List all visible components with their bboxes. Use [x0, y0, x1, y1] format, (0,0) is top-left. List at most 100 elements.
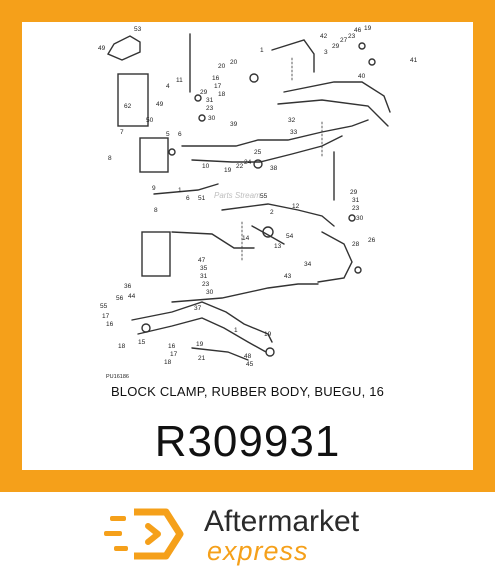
callout: 41	[410, 57, 418, 64]
callout: 19	[264, 331, 272, 338]
pipe-bottom-3	[191, 347, 249, 361]
figure-code: PU16186	[106, 374, 129, 380]
callout: 27	[340, 37, 348, 44]
callout: 53	[134, 26, 142, 33]
callout: 31	[352, 197, 360, 204]
callout: 38	[270, 165, 278, 172]
callout: 1	[260, 47, 264, 54]
callout: 42	[320, 33, 328, 40]
part-description: BLOCK CLAMP, RUBBER BODY, BUEGU, 16	[110, 384, 385, 399]
callout: 43	[284, 273, 292, 280]
mounting-bracket	[106, 35, 141, 61]
callout: 23	[348, 33, 356, 40]
callout: 48	[244, 353, 252, 360]
clamp	[265, 347, 275, 357]
callout: 56	[116, 295, 124, 302]
callout: 18	[118, 343, 126, 350]
fitting	[168, 148, 176, 156]
callout: 30	[208, 115, 216, 122]
callout: 23	[202, 281, 210, 288]
parts-diagram-svg: 53 49 42 46 19 27 23 29 3 1 40 41 4 20 1…	[98, 25, 418, 380]
callout: 39	[230, 121, 238, 128]
callout: 9	[152, 185, 156, 192]
hose-right-mid	[277, 99, 389, 127]
callout: 20	[230, 59, 238, 66]
callout: 16	[106, 321, 114, 328]
valve-block-upper	[139, 137, 169, 173]
callout: 17	[170, 351, 178, 358]
callout: 29	[332, 43, 340, 50]
callout: 22	[236, 163, 244, 170]
clamp	[262, 226, 274, 238]
callout: 7	[120, 129, 124, 136]
aftermarket-logo-icon	[104, 508, 184, 560]
clamp	[141, 323, 151, 333]
callout: 25	[254, 149, 262, 156]
fitting	[358, 42, 366, 50]
callout: 29	[350, 189, 358, 196]
callout: 8	[108, 155, 112, 162]
callout: 16	[168, 343, 176, 350]
callout: 5	[166, 131, 170, 138]
clamp-assembly	[251, 225, 285, 245]
callout: 54	[286, 233, 294, 240]
callout: 19	[196, 341, 204, 348]
callout: 20	[218, 63, 226, 70]
callout: 31	[200, 273, 208, 280]
callout: 13	[274, 243, 282, 250]
callout: 49	[156, 101, 164, 108]
pipe-main-39	[181, 119, 369, 147]
callout: 29	[200, 89, 208, 96]
clamp	[249, 73, 259, 83]
fitting	[348, 214, 356, 222]
fitting	[198, 114, 206, 122]
bracket-plate	[117, 73, 149, 127]
watermark: Parts Stream	[214, 191, 261, 200]
callout: 32	[288, 117, 296, 124]
pipe-bottom-2	[137, 317, 267, 353]
callout: 45	[246, 361, 254, 368]
callout: 31	[206, 97, 214, 104]
callout: 12	[292, 203, 300, 210]
fitting	[354, 266, 362, 274]
callout: 10	[202, 163, 210, 170]
callout: 26	[368, 237, 376, 244]
callout: 3	[324, 49, 328, 56]
callout: 35	[200, 265, 208, 272]
pipe-12	[221, 203, 335, 227]
callout: 16	[212, 75, 220, 82]
callout: 51	[198, 195, 206, 202]
callout: 24	[244, 159, 252, 166]
callout: 28	[352, 241, 360, 248]
callout: 34	[304, 261, 312, 268]
callout: 55	[260, 193, 268, 200]
callout: 46	[354, 27, 362, 34]
clamp	[253, 159, 263, 169]
callout: 17	[102, 313, 110, 320]
callout: 50	[146, 117, 154, 124]
brand-name: Aftermarket	[204, 505, 360, 538]
callout: 23	[206, 105, 214, 112]
product-panel: 53 49 42 46 19 27 23 29 3 1 40 41 4 20 1…	[22, 22, 473, 470]
brand-footer: Aftermarket express	[0, 492, 495, 575]
callout: 1	[234, 327, 238, 334]
valve-block-lower	[141, 231, 171, 277]
hose-34	[317, 231, 353, 283]
callout: 6	[186, 195, 190, 202]
callout: 19	[224, 167, 232, 174]
callout: 6	[178, 131, 182, 138]
callout: 47	[198, 257, 206, 264]
callouts: 53 49 42 46 19 27 23 29 3 1 40 41 4 20 1…	[98, 25, 418, 368]
pipe-bottom-1	[131, 301, 273, 343]
callout: 18	[164, 359, 172, 366]
leader-lines	[241, 57, 323, 263]
callout: 19	[364, 25, 372, 32]
callout: 33	[290, 129, 298, 136]
hose-9-upper	[153, 183, 219, 195]
callout: 8	[154, 207, 158, 214]
callout: 40	[358, 73, 366, 80]
hose-top-right	[271, 39, 315, 73]
fitting	[368, 58, 376, 66]
callout: 62	[124, 103, 132, 110]
callout: 1	[178, 187, 182, 194]
